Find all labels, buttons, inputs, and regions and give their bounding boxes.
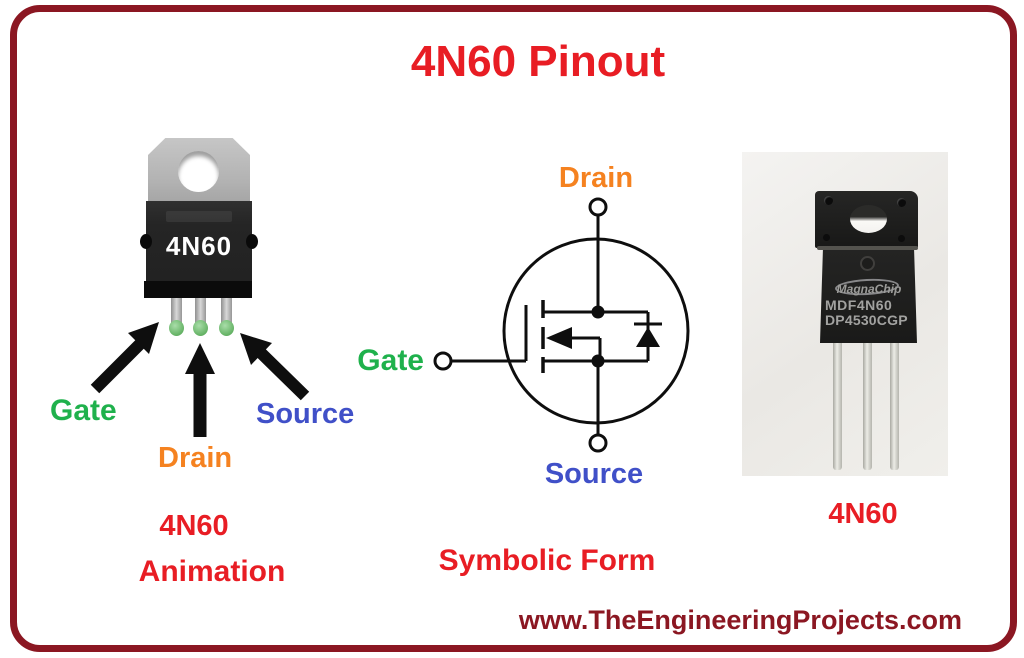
photo-marking-line1: MDF4N60 <box>825 297 893 313</box>
to220-side-notch-left <box>140 234 152 249</box>
photo-leg-source <box>890 343 899 470</box>
pin-tip-source <box>219 320 234 336</box>
to220-pin-gate <box>171 298 182 331</box>
page-border <box>10 5 1017 652</box>
animation-drain-label: Drain <box>158 442 233 474</box>
symbol-drain-label: Drain <box>558 162 634 194</box>
symbol-gate-label: Gate <box>357 344 424 377</box>
photo-leg-drain <box>863 343 872 470</box>
to220-pin-source <box>221 298 232 331</box>
photo-screw-mark-right <box>897 198 906 207</box>
photo-body-indent <box>860 256 875 271</box>
photo-package-step <box>817 246 918 250</box>
website-watermark: www.TheEngineeringProjects.com <box>518 605 962 635</box>
animation-caption-part: 4N60 <box>159 510 229 542</box>
brand-text: MagnaChip <box>836 282 902 296</box>
to220-embossed-marking <box>166 211 232 222</box>
page-title: 4N60 Pinout <box>410 37 666 86</box>
to220-mounting-hole <box>178 151 219 192</box>
to220-pin-drain <box>195 298 206 331</box>
symbol-source-label: Source <box>544 458 644 490</box>
to220-part-number: 4N60 <box>165 231 233 261</box>
photo-marking-line2: DP4530CGP <box>825 312 908 328</box>
animation-caption-text: Animation <box>138 555 286 588</box>
to220-side-notch-right <box>246 234 258 249</box>
to220-body <box>146 201 252 281</box>
symbolic-form-caption: Symbolic Form <box>438 544 656 577</box>
photo-dimple-right <box>898 235 905 242</box>
photo-screw-mark-left <box>824 196 833 205</box>
photo-mounting-hole <box>850 205 887 233</box>
photo-leg-gate <box>833 343 842 470</box>
pin-tip-drain <box>193 320 208 336</box>
animation-gate-label: Gate <box>50 394 117 427</box>
photo-dimple-left <box>823 234 830 241</box>
pin-tip-gate <box>169 320 184 336</box>
to220-base-strip <box>144 281 252 298</box>
animation-source-label: Source <box>256 398 355 430</box>
photo-caption: 4N60 <box>828 498 898 530</box>
